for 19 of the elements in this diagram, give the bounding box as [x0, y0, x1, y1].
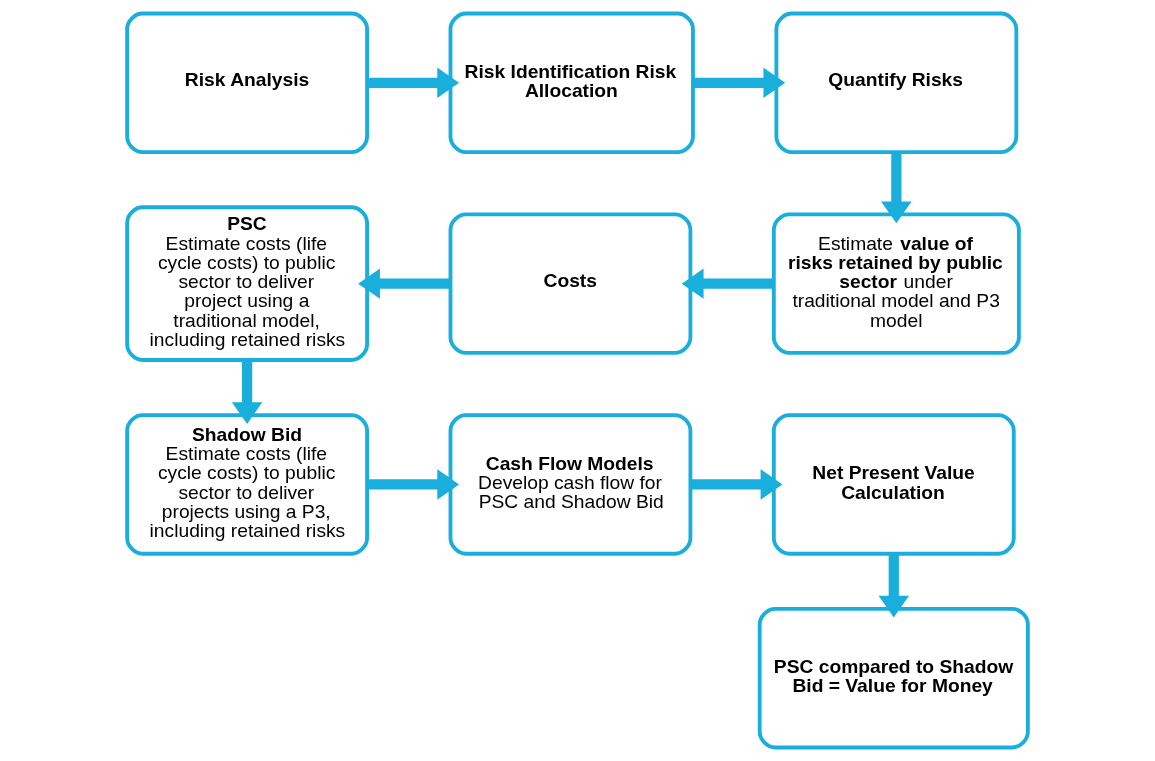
node-box: Risk Identification Risk Allocation: [448, 11, 695, 155]
node-box: Shadow Bid Estimate costs (life cycle costs) to public sector to deliver projects using a P3, including retained risks: [125, 413, 369, 556]
node-box: PSC compared to Shadow Bid = Value for Money: [757, 606, 1030, 750]
arrow: [693, 67, 786, 99]
node-box: Quantify Risks: [774, 11, 1019, 155]
arrow: [367, 67, 460, 99]
arrow: [878, 554, 910, 618]
arrow: [681, 268, 774, 299]
node-box: Risk Analysis: [125, 11, 369, 155]
node-box: Cash Flow Models Develop cash flow for PSC and Shadow Bid: [448, 413, 693, 556]
node-box: Net Present Value Calculation: [771, 413, 1016, 556]
arrow: [367, 469, 460, 500]
node-box: Costs: [448, 212, 693, 355]
arrow: [690, 469, 783, 500]
arrow: [881, 152, 912, 224]
arrow: [231, 360, 263, 424]
node-box: Estimate value of risks retained by public sector under traditional model and P3 model: [771, 212, 1021, 355]
node-box: PSC Estimate costs (life cycle costs) to public sector to deliver project using a traditional model, including retained risks: [125, 205, 369, 362]
arrow: [358, 268, 451, 299]
